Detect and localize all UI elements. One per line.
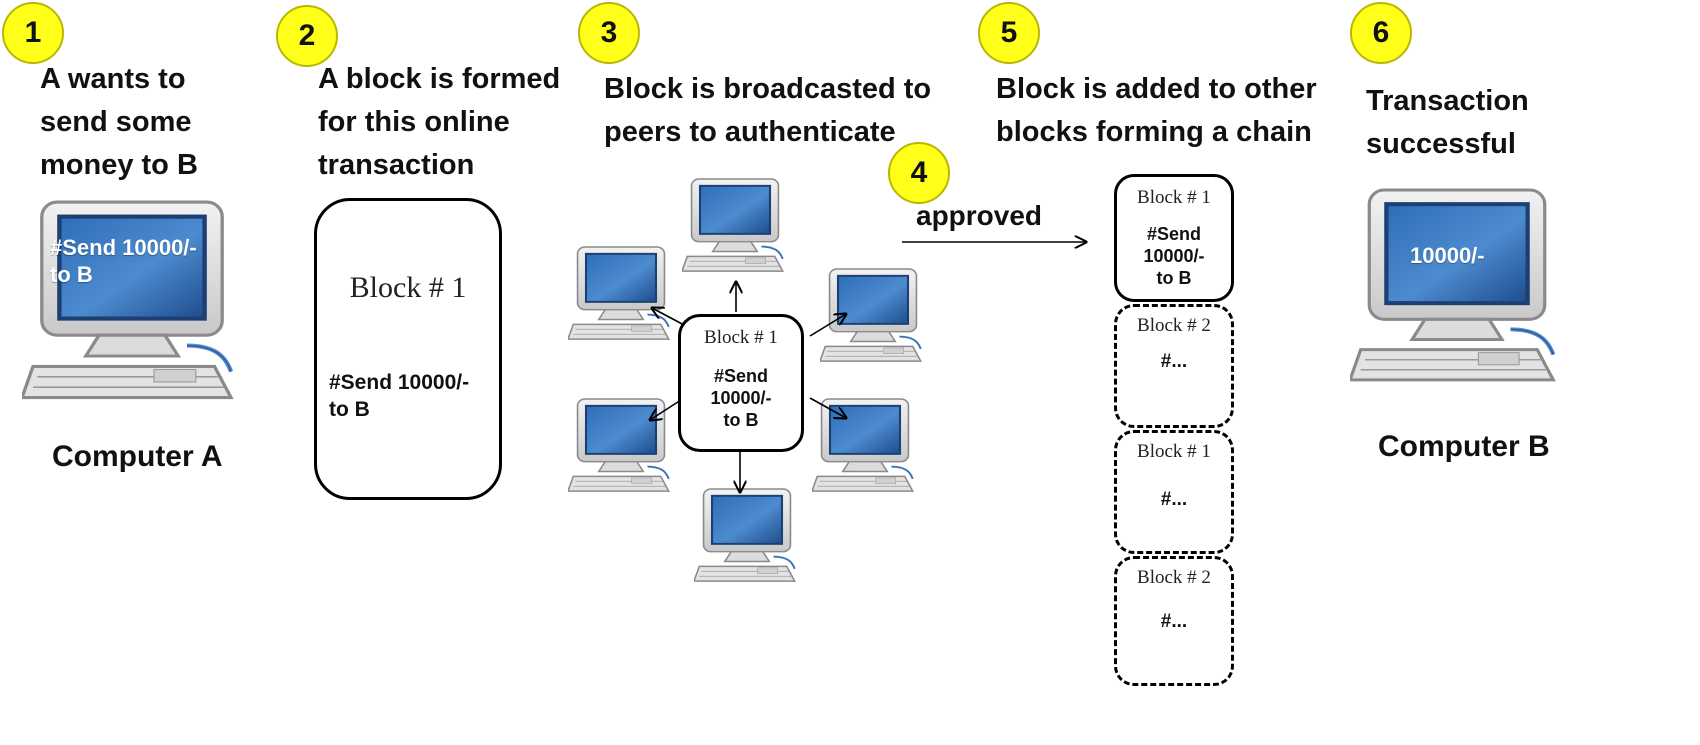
computer-a-label: Computer A [52,440,223,473]
formed-block-body: #Send 10000/- to B [329,369,469,423]
chain-block-4: Block # 2 #... [1114,556,1234,686]
step-1-line-3: money to B [40,149,198,181]
peer-computer-lower-left-icon [568,398,674,496]
chain-block-2-title: Block # 2 [1137,315,1211,336]
step-1-badge: 1 [2,2,64,64]
chain-block-3: Block # 1 #... [1114,430,1234,554]
step-3-description: Block is broadcasted to peers to authent… [604,68,931,154]
step-2-line-3: transaction [318,149,475,181]
chain-block-2: Block # 2 #... [1114,304,1234,428]
step-4-badge: 4 [888,142,950,204]
step-6-badge: 6 [1350,2,1412,64]
step-2-line-2: for this online [318,106,510,138]
formed-block-title: Block # 1 [349,271,467,304]
chain-block-4-title: Block # 2 [1137,567,1211,588]
broadcast-block-title: Block # 1 [704,327,778,348]
step-5-badge: 5 [978,2,1040,64]
step-1-description: A wants to send some money to B [40,58,198,187]
chain-block-1-body-line-3: to B [1156,268,1192,288]
step-5-line-1: Block is added to other [996,73,1317,105]
chain-block-1-body-line-2: 10000/- [1143,246,1205,266]
chain-block-1-body: #Send 10000/- to B [1117,223,1231,289]
broadcast-block-body-line-2: 10000/- [710,388,772,408]
chain-block-3-body: #... [1160,489,1188,510]
step-3-line-1: Block is broadcasted to [604,73,932,105]
broadcast-block-body-line-3: to B [723,410,759,430]
step-5-line-2: blocks forming a chain [996,116,1312,148]
computer-b-label: Computer B [1378,430,1550,463]
step-1-line-1: A wants to [40,63,186,95]
peer-computer-top-icon [682,178,788,276]
chain-block-2-body: #... [1160,351,1188,372]
computer-a-screen-line-1: #Send 10000/- [50,235,197,260]
computer-a-icon [22,200,242,408]
step-6-line-2: successful [1366,128,1516,160]
step-3-badge: 3 [578,2,640,64]
chain-block-3-title: Block # 1 [1137,441,1211,462]
formed-block-body-line-2: to B [329,398,370,421]
broadcast-block: Block # 1 #Send 10000/- to B [678,314,804,452]
formed-block: Block # 1 #Send 10000/- to B [314,198,502,500]
chain-block-1-body-line-1: #Send [1146,224,1202,244]
step-1-line-2: send some [40,106,192,138]
step-5-description: Block is added to other blocks forming a… [996,68,1317,154]
peer-computer-upper-left-icon [568,246,674,344]
step-2-description: A block is formed for this online transa… [318,58,560,187]
step-2-line-1: A block is formed [318,63,561,95]
computer-b-icon [1350,188,1564,390]
peer-computer-upper-right-icon [820,268,926,366]
computer-b-screen-text: 10000/- [1410,243,1485,268]
step-2-badge: 2 [276,5,338,67]
peer-computer-bottom-icon [694,488,800,586]
step-6-description: Transaction successful [1366,80,1529,166]
computer-a-screen-line-2: to B [50,262,93,287]
chain-block-1-title: Block # 1 [1137,187,1211,208]
approved-label: approved [916,200,1043,231]
broadcast-block-body: #Send 10000/- to B [681,365,801,431]
chain-block-4-body: #... [1160,611,1188,632]
step-3-line-2: peers to authenticate [604,116,896,148]
chain-block-1: Block # 1 #Send 10000/- to B [1114,174,1234,302]
peer-computer-lower-right-icon [812,398,918,496]
formed-block-body-line-1: #Send 10000/- [329,371,470,394]
computer-a-screen-text: #Send 10000/- to B [50,234,197,288]
broadcast-block-body-line-1: #Send [713,366,769,386]
step-6-line-1: Transaction [1366,85,1529,117]
